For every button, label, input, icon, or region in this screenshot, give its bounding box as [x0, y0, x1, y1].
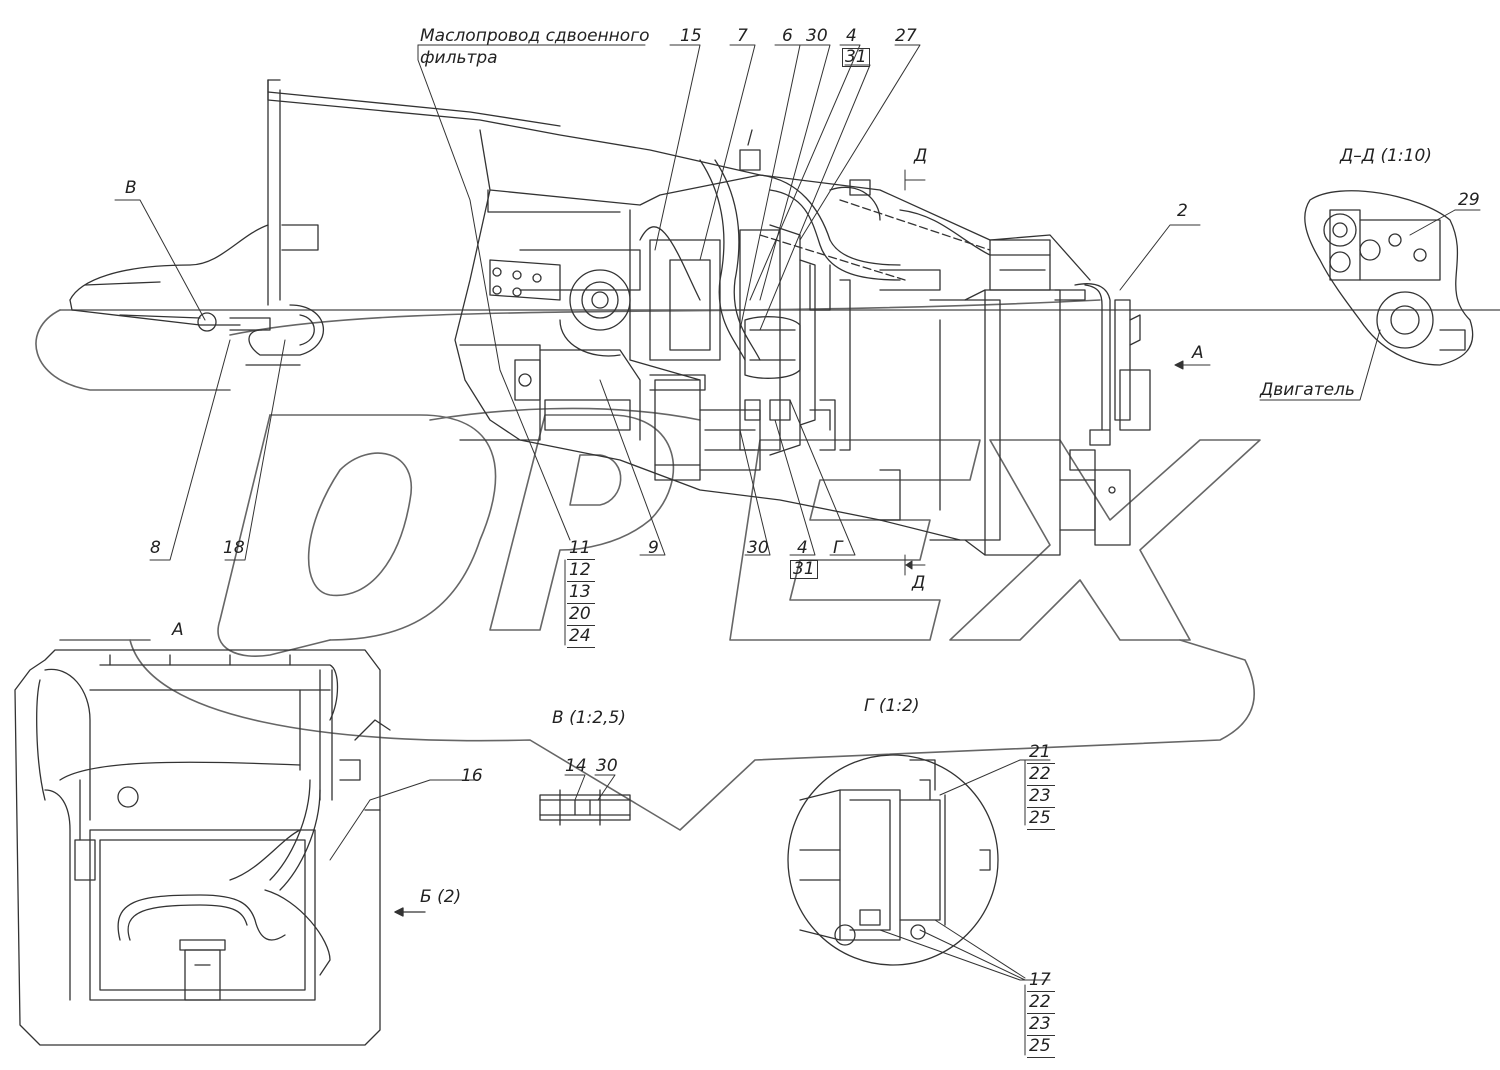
view-g [787, 754, 1051, 981]
stack-21-item: 21 [1027, 742, 1055, 764]
label-view-g: Г (1:2) [864, 696, 920, 716]
label-pos-14: 14 [565, 756, 587, 776]
label-pos-8: 8 [150, 538, 161, 558]
stack-21-item: 25 [1027, 808, 1055, 830]
label-pos-30-v: 30 [596, 756, 618, 776]
label-oil-line-subtitle: фильтра [420, 48, 498, 68]
stack-17-item: 22 [1027, 992, 1055, 1014]
label-view-v: В (1:2,5) [552, 708, 626, 728]
stack-11-item: 13 [567, 582, 595, 604]
label-pos-4-top: 4 [846, 26, 857, 46]
label-pos-27: 27 [895, 26, 917, 46]
label-pos-2: 2 [1177, 201, 1188, 221]
stack-11-item: 24 [567, 626, 595, 648]
label-pos-18: 18 [223, 538, 245, 558]
label-pos-4-bottom: 4 [797, 538, 808, 558]
section-dd [1304, 190, 1474, 366]
label-section-d-bottom: Д [912, 573, 926, 593]
label-pos-7: 7 [737, 26, 748, 46]
engine-assembly [69, 79, 1151, 556]
view-a [14, 649, 479, 1046]
label-pos-31-bottom: 31 [790, 560, 818, 579]
stack-11-item: 12 [567, 560, 595, 582]
label-pos-30-bottom: 30 [747, 538, 769, 558]
stack-17-item: 25 [1027, 1036, 1055, 1058]
label-stack-11: 11 12 13 20 24 [567, 538, 595, 648]
label-section-dd-title: Д–Д (1:10) [1340, 146, 1432, 166]
label-pos-9: 9 [648, 538, 659, 558]
leaders-top [114, 44, 1481, 576]
label-section-d-top: Д [914, 146, 928, 166]
label-view-a: А [172, 620, 184, 640]
label-stack-21: 21 22 23 25 [1027, 742, 1055, 830]
label-oil-line-title: Маслопровод сдвоенного [420, 26, 650, 46]
stack-17-item: 17 [1027, 970, 1055, 992]
label-pos-31-top: 31 [842, 48, 870, 67]
stack-lines [564, 559, 1026, 1056]
stack-11-item: 11 [567, 538, 595, 560]
view-v [539, 774, 631, 826]
label-callout-g: Г [833, 538, 843, 558]
label-pos-29: 29 [1458, 190, 1480, 210]
stack-21-item: 23 [1027, 786, 1055, 808]
label-view-a-arrow: А [1192, 343, 1204, 363]
label-callout-v: В [125, 178, 137, 198]
label-pos-6: 6 [782, 26, 793, 46]
label-engine: Двигатель [1260, 380, 1355, 400]
label-stack-17: 17 22 23 25 [1027, 970, 1055, 1058]
stack-11-item: 20 [567, 604, 595, 626]
label-pos-16: 16 [461, 766, 483, 786]
label-pos-15: 15 [680, 26, 702, 46]
stack-17-item: 23 [1027, 1014, 1055, 1036]
stack-21-item: 22 [1027, 764, 1055, 786]
label-pos-30-top: 30 [806, 26, 828, 46]
label-view-b2: Б (2) [420, 887, 462, 907]
